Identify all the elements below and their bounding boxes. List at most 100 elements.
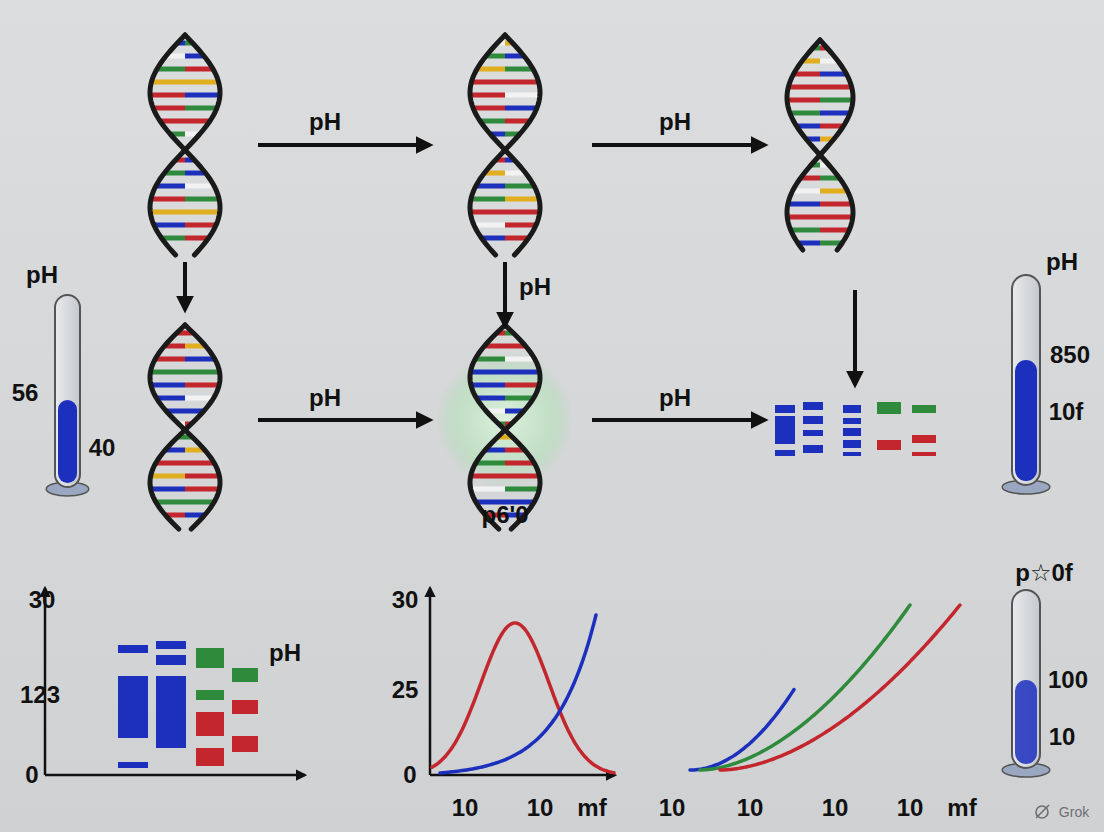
tube-value: 10f [1049, 400, 1084, 424]
gel-band [843, 428, 861, 436]
base-rung [791, 228, 820, 233]
base-rung [185, 197, 219, 202]
base-rung [150, 210, 185, 215]
base-rung [473, 106, 505, 111]
base-rung [794, 72, 820, 77]
base-rung [185, 67, 213, 72]
dna-strand [470, 35, 540, 255]
tube-value: 100 [1048, 668, 1088, 692]
base-rung [185, 93, 220, 98]
base-rung [151, 474, 185, 479]
base-rung [185, 184, 214, 189]
gel-band [803, 402, 823, 410]
base-rung [790, 111, 820, 116]
data-curve [720, 605, 960, 770]
base-rung [505, 197, 539, 202]
base-rung [185, 80, 219, 85]
gel-band [803, 430, 823, 436]
dna-strand [470, 325, 540, 529]
process-arrow [503, 262, 507, 326]
axis-tick: 25 [392, 678, 419, 702]
base-rung [476, 184, 505, 189]
base-rung [476, 396, 505, 401]
gel-band [803, 416, 823, 424]
process-arrow [592, 418, 765, 422]
axis-tick: 30 [29, 588, 56, 612]
gel-band [877, 402, 901, 414]
process-arrow [258, 418, 430, 422]
tube-value: 10 [1049, 725, 1076, 749]
gel-band [118, 762, 148, 768]
base-rung [153, 106, 185, 111]
base-rung [185, 383, 219, 388]
gel-band [775, 405, 795, 413]
test-tube [46, 295, 89, 496]
gel-band [156, 655, 186, 665]
arrow-label: pH [659, 386, 691, 410]
base-rung [820, 85, 852, 90]
watermark-icon [1036, 806, 1048, 818]
base-rung [505, 93, 540, 98]
process-arrow [258, 143, 430, 147]
gel-band [232, 736, 258, 752]
axis-tick: 10 [897, 796, 924, 820]
base-rung [787, 215, 820, 220]
base-rung [471, 80, 505, 85]
base-rung [150, 370, 185, 375]
dna-strand [150, 325, 220, 529]
data-curve [440, 615, 596, 773]
gel-band [196, 648, 224, 668]
axis-unit: mf [577, 796, 606, 820]
base-rung [788, 202, 820, 207]
base-rung [505, 370, 540, 375]
base-rung [820, 98, 853, 103]
base-rung [505, 461, 534, 466]
base-rung [471, 487, 505, 492]
axis-tick: 10 [659, 796, 686, 820]
base-rung [505, 210, 540, 215]
base-rung [788, 85, 820, 90]
base-rung [154, 223, 185, 228]
dna-helix [470, 35, 540, 255]
base-rung [820, 215, 853, 220]
base-rung [471, 383, 505, 388]
chart-axis [429, 588, 432, 775]
base-rung [474, 223, 505, 228]
base-rung [156, 184, 185, 189]
base-rung [157, 67, 185, 72]
base-rung [505, 67, 533, 72]
test-tube [1002, 590, 1050, 777]
dna-helix [150, 325, 220, 529]
gel-band [156, 641, 186, 649]
dna-strand [470, 325, 540, 529]
base-rung [787, 98, 820, 103]
base-rung [185, 396, 214, 401]
gel-band [118, 645, 148, 653]
base-rung [505, 396, 534, 401]
base-rung [151, 383, 185, 388]
base-rung [505, 474, 539, 479]
chart-axis [45, 774, 305, 777]
axis-tick: 0 [403, 763, 416, 787]
watermark: Grok [1059, 805, 1089, 819]
gel-band [912, 405, 936, 413]
gel-band [232, 700, 258, 714]
gel-band [118, 676, 148, 738]
base-rung [505, 383, 539, 388]
tube-value: 56 [12, 381, 39, 405]
base-rung [185, 357, 215, 362]
dna-helix [470, 325, 540, 529]
chart-label: pH [269, 641, 301, 665]
axis-tick: 30 [392, 588, 419, 612]
dna-strand [470, 35, 540, 255]
arrow-label: pH [659, 110, 691, 134]
tube-value: 40 [89, 436, 116, 460]
dna-strand [787, 40, 853, 250]
gel-band [912, 435, 936, 443]
chart-axis [44, 588, 47, 775]
base-rung [505, 223, 536, 228]
base-rung [155, 357, 185, 362]
gel-band [196, 712, 224, 736]
base-rung [185, 487, 219, 492]
base-rung [820, 189, 847, 194]
